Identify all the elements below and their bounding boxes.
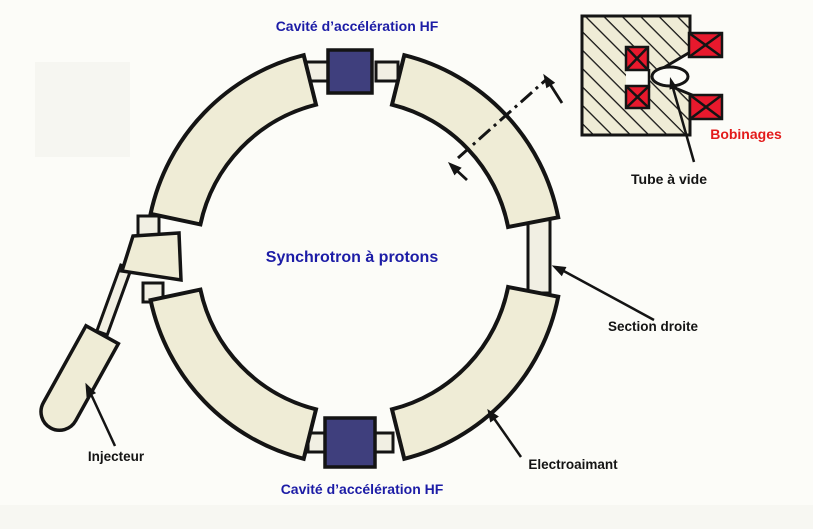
label-electromagnet: Electroaimant	[528, 457, 618, 472]
coil-x	[625, 85, 650, 109]
label-vacuum-tube: Tube à vide	[631, 171, 707, 187]
hf-cavity-top	[326, 48, 374, 95]
magnet-arc-lower-left	[148, 287, 319, 462]
connector-tube-top-right	[374, 60, 400, 83]
section-cut-line	[457, 76, 549, 160]
injector-beam-tube	[94, 263, 134, 337]
section-cut-arrow-top-head	[543, 73, 556, 89]
injector-arrow-head	[85, 382, 97, 398]
ring	[39, 48, 561, 469]
vacuum-tube-leader	[671, 87, 696, 163]
injection-magnet-wedge	[119, 231, 183, 283]
coil-x	[688, 31, 723, 59]
hf-cavity-bottom	[323, 416, 377, 469]
label-straight-section: Section droite	[608, 319, 699, 334]
magnet-arc-upper-left	[148, 52, 319, 227]
straight-section-arrow-head	[551, 265, 567, 277]
label-cavity-top: Cavité d’accélération HF	[276, 18, 439, 34]
magnet-arc-upper-right	[389, 52, 561, 230]
section-cut-indicator	[447, 73, 564, 182]
straight-section-arrow-tail	[559, 267, 655, 322]
coil-x	[689, 94, 723, 120]
coil-group	[624, 31, 724, 121]
injector-body	[39, 323, 121, 432]
injector-arrow-tail	[88, 391, 117, 447]
diagram-title: Synchrotron à protons	[266, 249, 439, 266]
magnet-arc-lower-right	[389, 284, 561, 462]
electromagnet-arrow-tail	[491, 416, 523, 458]
label-cavity-bottom: Cavité d’accélération HF	[281, 481, 444, 497]
coil-slot	[626, 70, 650, 87]
magnet-cross-section	[580, 14, 724, 163]
straight-section-tube	[526, 217, 552, 295]
annotation-arrows	[85, 265, 655, 458]
label-coils: Bobinages	[710, 126, 782, 142]
label-injector: Injecteur	[88, 449, 145, 464]
section-cut-arrow-bottom-head	[447, 162, 462, 176]
scan-band	[0, 505, 813, 529]
labels: Cavité d’accélération HF Cavité d’accélé…	[88, 18, 782, 497]
vacuum-tube-leader-head	[669, 77, 678, 90]
electromagnet-arrow-head	[487, 408, 499, 423]
scan-smudge	[35, 62, 130, 157]
connector-tube-bottom-right	[373, 431, 395, 454]
coil-x	[625, 46, 649, 71]
